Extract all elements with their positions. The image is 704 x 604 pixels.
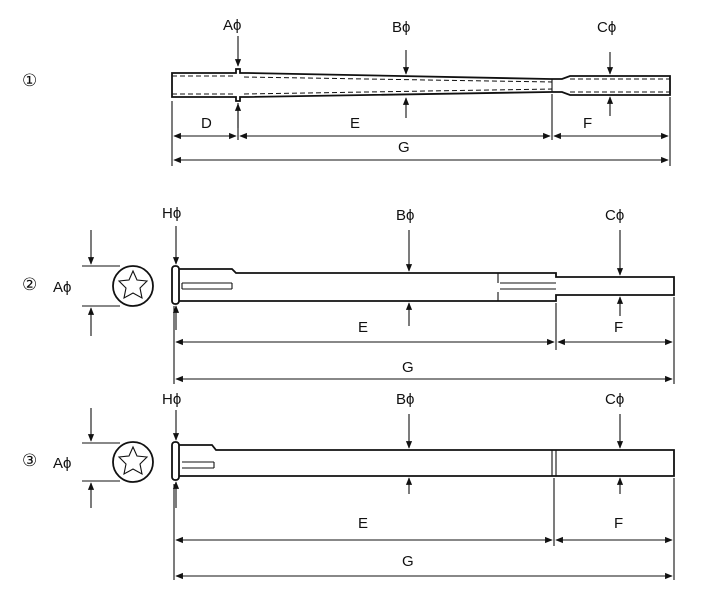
figure-2-pin-outline — [171, 265, 675, 305]
figure-2-label-a: Aϕ — [53, 279, 71, 296]
figure-3-label-a: Aϕ — [53, 455, 71, 472]
figure-1-pin-outline — [171, 68, 671, 102]
figure-1-label-a: Aϕ — [223, 17, 241, 34]
figure-2-label-e: E — [358, 319, 368, 336]
figure-3-pin-outline — [171, 441, 675, 481]
figure-3-number: ③ — [22, 451, 37, 470]
figure-3-label-h: Hϕ — [162, 391, 181, 408]
figure-3-label-b: Bϕ — [396, 391, 414, 408]
figure-2: ② Aϕ Hϕ Bϕ — [22, 205, 675, 384]
figure-1-number: ① — [22, 71, 37, 90]
figure-3-end-view: Aϕ — [53, 408, 154, 508]
figure-1-label-d: D — [201, 115, 212, 132]
figure-1-label-f: F — [583, 115, 592, 132]
figure-2-label-h: Hϕ — [162, 205, 181, 222]
figure-1: ① Aϕ Bϕ Cϕ D E — [22, 17, 671, 166]
figure-1-label-b: Bϕ — [392, 19, 410, 36]
figure-1-label-g: G — [398, 139, 410, 156]
figure-3: ③ Aϕ Hϕ Bϕ Cϕ — [22, 391, 675, 580]
figure-1-label-c: Cϕ — [597, 19, 616, 36]
figure-2-label-g: G — [402, 359, 414, 376]
figure-3-label-e: E — [358, 515, 368, 532]
figure-2-label-c: Cϕ — [605, 207, 624, 224]
figure-3-label-f: F — [614, 515, 623, 532]
figure-1-label-e: E — [350, 115, 360, 132]
figure-2-label-b: Bϕ — [396, 207, 414, 224]
figure-2-label-f: F — [614, 319, 623, 336]
figure-3-label-c: Cϕ — [605, 391, 624, 408]
figure-3-label-g: G — [402, 553, 414, 570]
figure-2-end-view: Aϕ — [53, 230, 154, 336]
figure-2-number: ② — [22, 275, 37, 294]
